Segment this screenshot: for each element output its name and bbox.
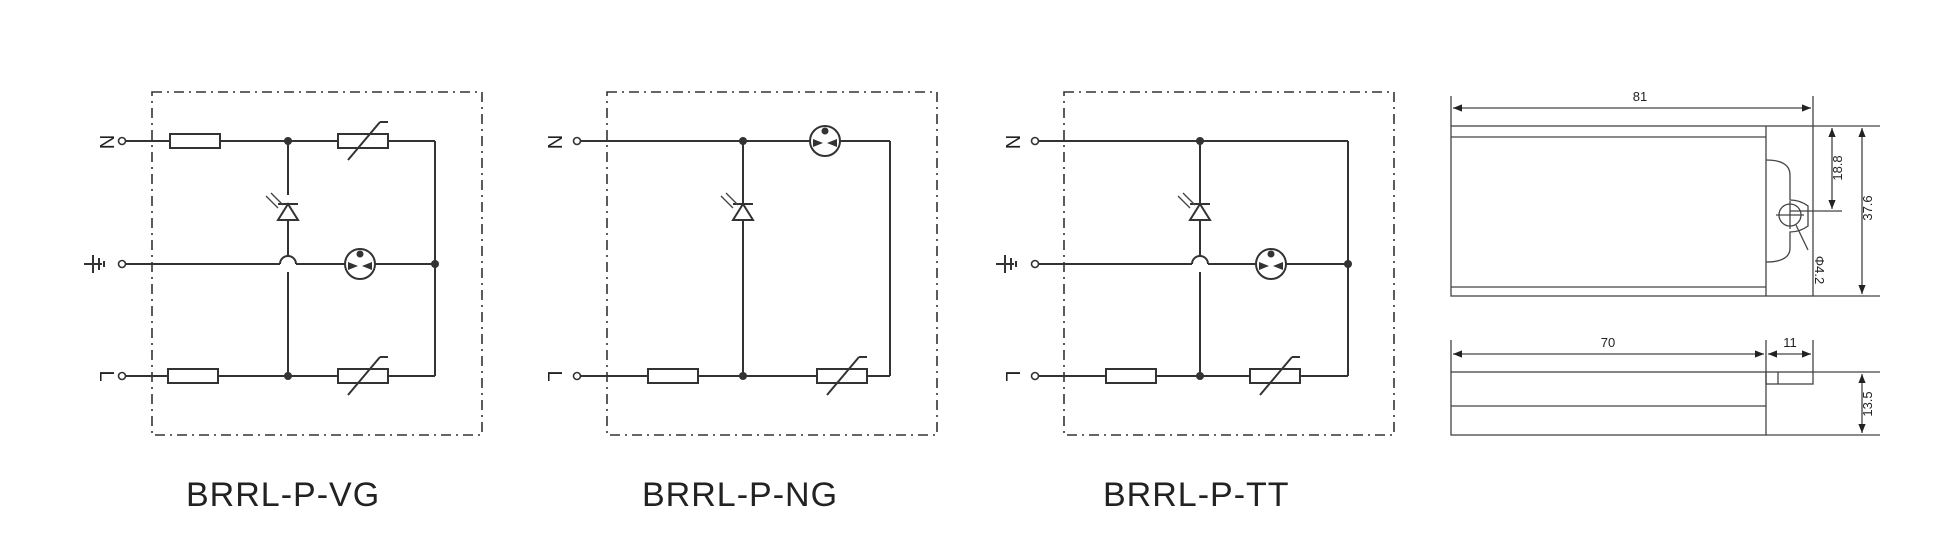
mounting-tab-side	[1765, 371, 1814, 385]
mounting-slot	[1765, 159, 1809, 263]
fuse-n	[169, 133, 221, 149]
fuse-l	[1105, 368, 1157, 384]
terminal-l-label: L	[95, 370, 117, 381]
terminal-l-label: L	[1001, 370, 1023, 381]
caption-brrl-p-vg: BRRL-P-VG	[186, 476, 381, 514]
indicator-diode	[720, 192, 755, 221]
dimension-side-view: 70 11 13.5	[1450, 335, 1880, 436]
terminal-l	[117, 371, 127, 381]
schematic-ng: N L	[543, 91, 938, 436]
schematic-tt: N L	[996, 91, 1395, 436]
housing-outline	[1450, 125, 1814, 297]
terminal-n-label: N	[1001, 135, 1023, 149]
terminal-pe	[1030, 259, 1040, 269]
indicator-diode	[1177, 192, 1212, 221]
terminal-n	[1030, 136, 1040, 146]
dim-side-thickness: 13.5	[1860, 391, 1875, 416]
dim-side-tab: 11	[1783, 335, 1797, 350]
terminal-n	[572, 136, 582, 146]
schematic-vg: N L	[84, 91, 483, 436]
terminal-n	[117, 136, 127, 146]
dim-height-half: 18.8	[1830, 155, 1845, 180]
fuse-l	[647, 368, 699, 384]
enclosure-boundary	[606, 91, 938, 436]
gas-discharge-tube	[1255, 248, 1287, 280]
dim-top-length: 81	[1633, 89, 1647, 104]
ground-symbol	[84, 255, 105, 273]
gas-discharge-tube	[344, 248, 376, 280]
caption-brrl-p-tt: BRRL-P-TT	[1103, 476, 1290, 514]
gas-discharge-tube	[809, 125, 841, 157]
terminal-pe	[117, 259, 127, 269]
ground-symbol	[996, 255, 1017, 273]
terminal-n-label: N	[543, 135, 565, 149]
housing-side-outline	[1450, 371, 1767, 436]
dim-side-length: 70	[1601, 335, 1615, 350]
terminal-l	[1030, 371, 1040, 381]
dimension-top-view: 81 18.8 37.6 Φ4.2	[1450, 89, 1880, 297]
dim-hole: Φ4.2	[1812, 256, 1827, 284]
dim-height-total: 37.6	[1860, 195, 1875, 220]
caption-brrl-p-ng: BRRL-P-NG	[642, 476, 839, 514]
indicator-diode	[265, 192, 300, 221]
terminal-l	[572, 371, 582, 381]
terminal-n-label: N	[95, 135, 117, 149]
terminal-l-label: L	[543, 370, 565, 381]
fuse-l	[167, 368, 219, 384]
